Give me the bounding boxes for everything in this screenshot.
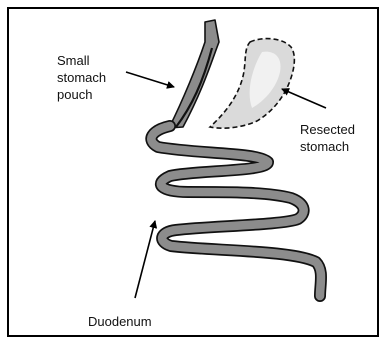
label-small-stomach-pouch: Small stomach pouch	[57, 52, 106, 103]
pouch-arrow	[126, 72, 174, 87]
duodenum-tube-fill	[151, 126, 321, 296]
duodenum-arrow	[135, 221, 155, 298]
label-duodenum: Duodenum	[88, 313, 152, 330]
small-stomach-pouch	[169, 20, 219, 128]
resected-arrow	[282, 89, 326, 108]
label-resected-stomach: Resected stomach	[300, 121, 355, 155]
